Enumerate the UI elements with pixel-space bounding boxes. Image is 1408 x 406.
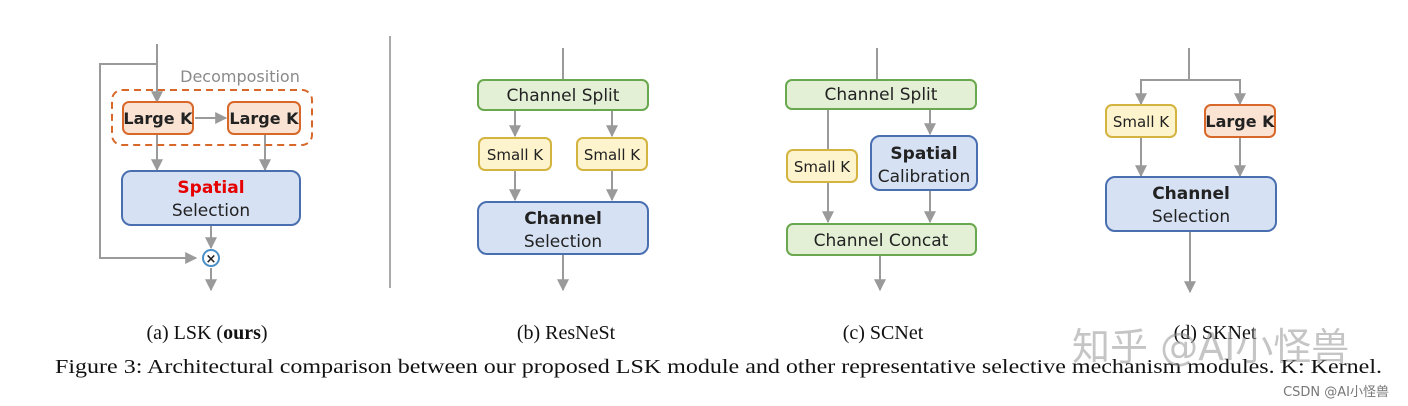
caption-scnet: (c) SCNet: [843, 322, 924, 344]
resnest-small-kernel-1: Small K: [478, 137, 552, 171]
lsk-large-kernel-2: Large K: [227, 101, 301, 135]
lsk-connectors: [99, 44, 271, 292]
resnest-small-kernel-2: Small K: [576, 137, 648, 171]
caption-sknet: (d) SKNet: [1174, 322, 1257, 344]
resnest-connectors: [509, 48, 618, 292]
scnet-channel-concat: Channel Concat: [786, 223, 977, 256]
large-kernel-label: Large K: [123, 109, 193, 128]
panel-resnest: Channel Split Small K Small K Channel Se…: [477, 48, 649, 344]
scnet-spatial-calibration: Spatial Calibration: [870, 135, 978, 191]
scnet-channel-split: Channel Split: [785, 79, 977, 110]
multiply-node: ×: [202, 249, 220, 267]
decomposition-label: Decomposition: [180, 67, 300, 86]
sknet-channel-selection: Channel Selection: [1105, 176, 1277, 232]
multiply-icon: ×: [206, 252, 217, 267]
resnest-channel-selection: Channel Selection: [477, 201, 649, 255]
watermark-small: CSDN @AI小怪兽: [1283, 385, 1389, 400]
small-kernel-label: Small K: [487, 146, 544, 164]
channel-label: Channel: [1152, 184, 1230, 204]
sknet-connectors: [1135, 48, 1246, 294]
resnest-channel-split: Channel Split: [477, 79, 649, 111]
channel-concat-label: Channel Concat: [814, 231, 949, 251]
small-kernel-label: Small K: [794, 158, 851, 176]
sknet-small-kernel: Small K: [1105, 104, 1177, 138]
panel-lsk: Decomposition Large K Large K Spatial Se…: [99, 44, 313, 344]
sknet-large-kernel: Large K: [1204, 104, 1276, 138]
figure-caption: Figure 3: Architectural comparison betwe…: [55, 356, 1382, 378]
watermark-large: 知乎 @AI小怪兽: [1072, 325, 1349, 369]
calibration-label: Calibration: [878, 167, 971, 187]
small-kernel-label: Small K: [1113, 113, 1170, 131]
lsk-spatial-selection: Spatial Selection: [121, 170, 301, 226]
spatial-label: Spatial: [890, 144, 957, 164]
selection-label: Selection: [1152, 207, 1230, 227]
lsk-large-kernel-1: Large K: [122, 101, 194, 135]
channel-label: Channel: [524, 209, 602, 229]
selection-label: Selection: [524, 232, 602, 252]
channel-split-label: Channel Split: [507, 86, 620, 106]
small-kernel-label: Small K: [584, 146, 641, 164]
caption-resnest: (b) ResNeSt: [517, 322, 616, 344]
spatial-label: Spatial: [177, 178, 244, 198]
large-kernel-label: Large K: [1205, 112, 1275, 131]
caption-lsk: (a) LSK (ours): [146, 322, 267, 344]
scnet-connectors: [822, 48, 936, 292]
decomposition-group: [111, 89, 313, 146]
large-kernel-label: Large K: [229, 109, 299, 128]
scnet-small-kernel: Small K: [786, 149, 858, 183]
selection-label: Selection: [172, 201, 250, 221]
panel-scnet: Channel Split Small K Spatial Calibratio…: [785, 48, 978, 344]
channel-split-label: Channel Split: [825, 85, 938, 105]
panel-sknet: Small K Large K Channel Selection (d) SK…: [1105, 48, 1277, 344]
